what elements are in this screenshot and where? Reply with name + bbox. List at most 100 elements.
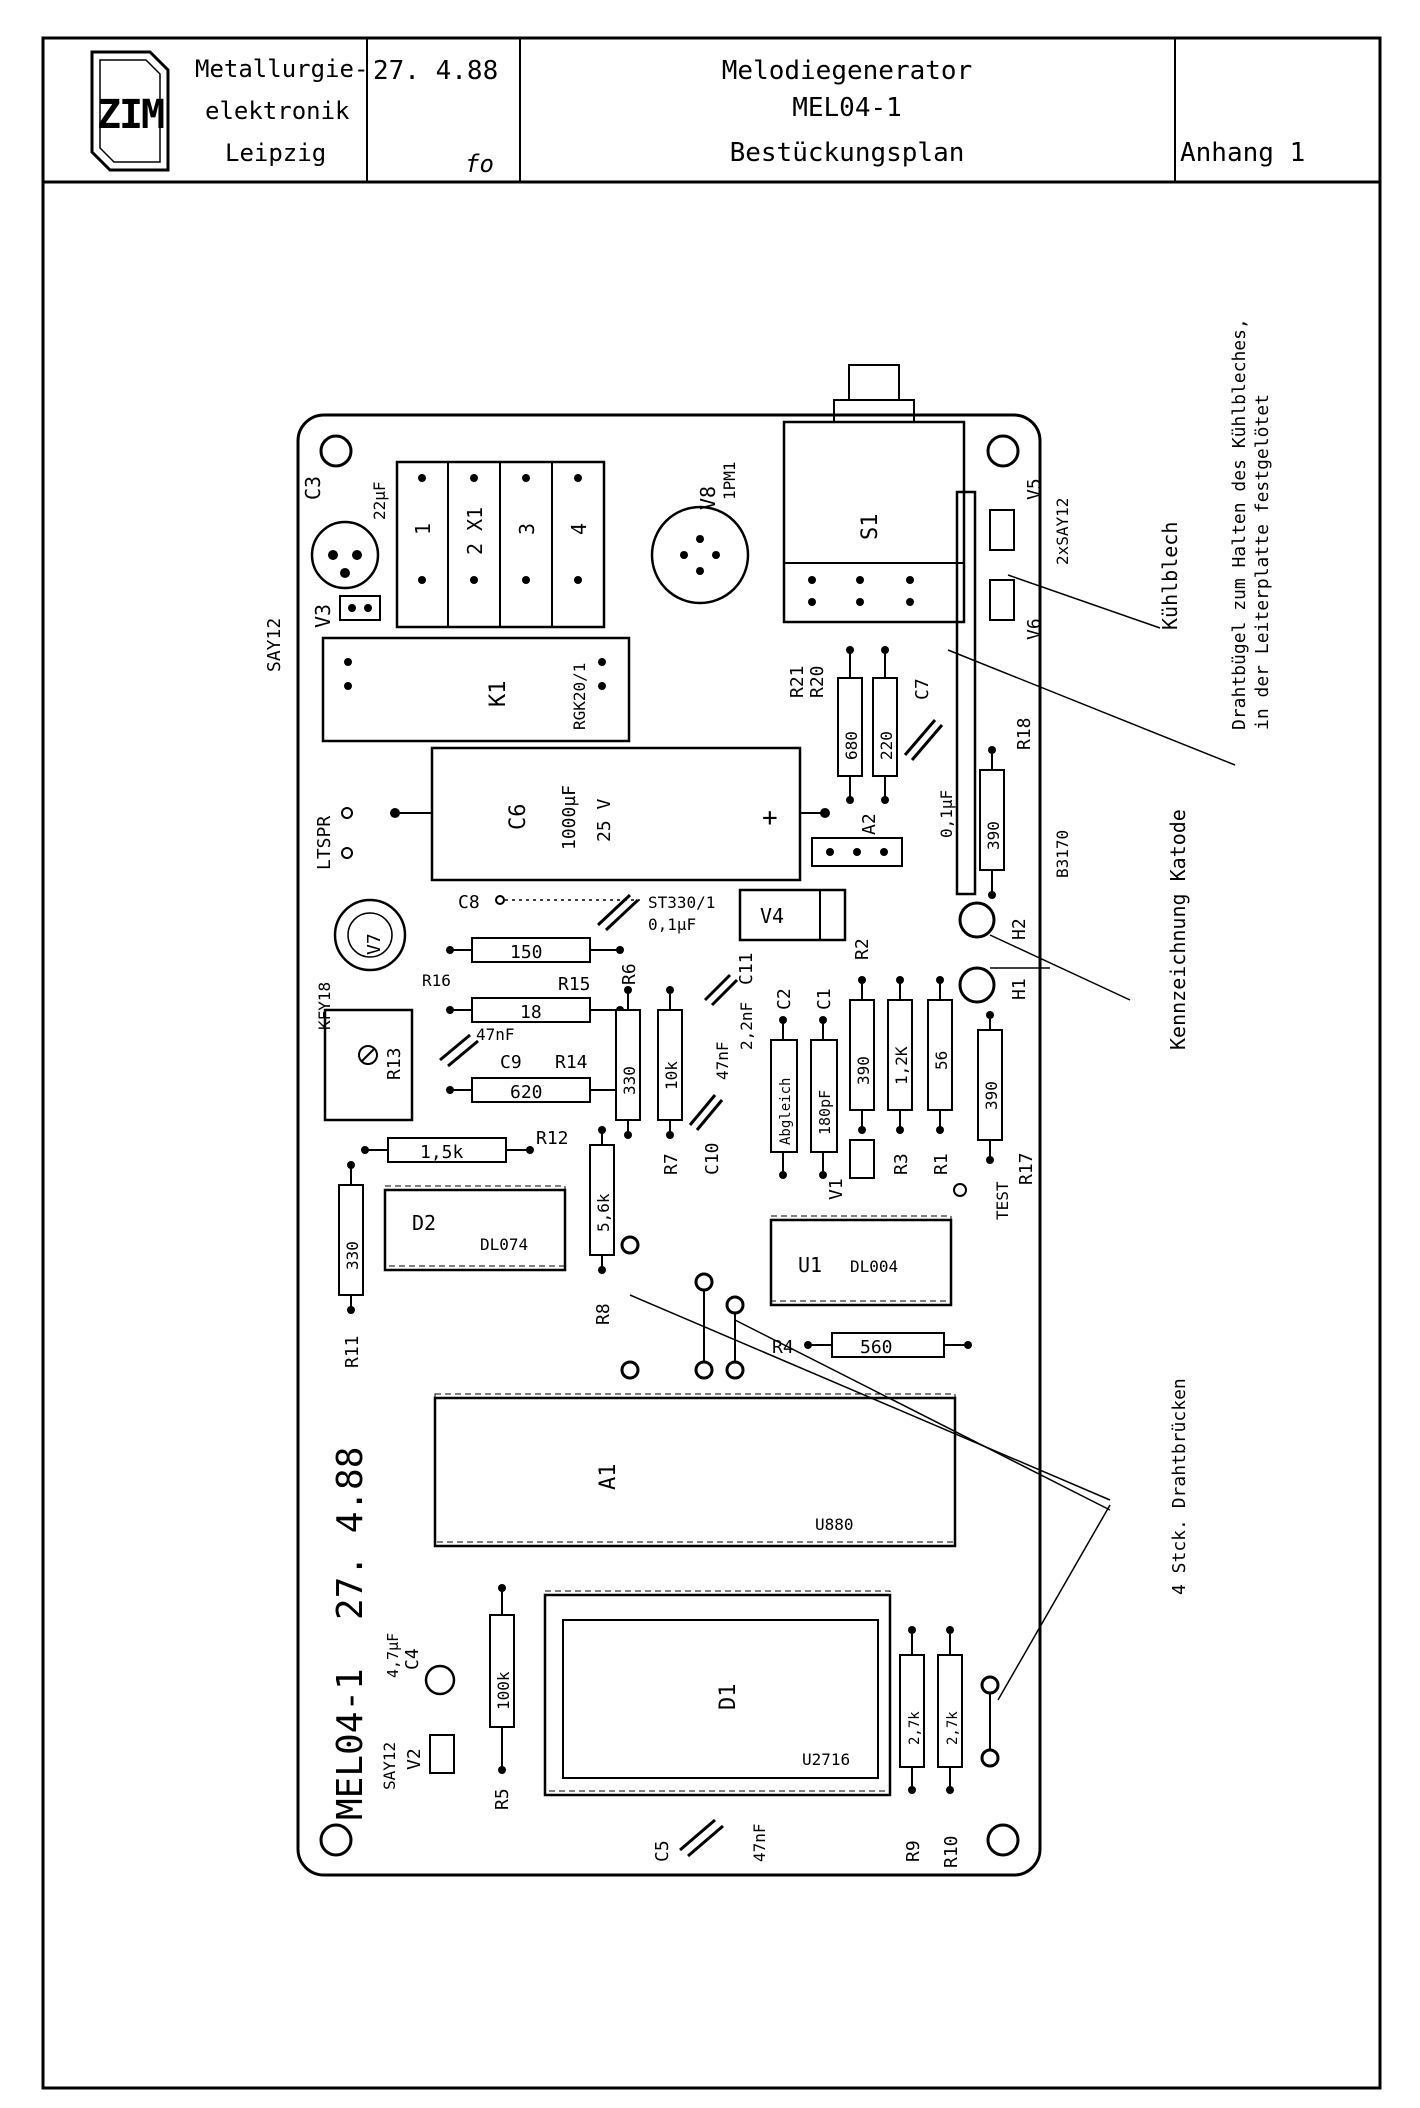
c3-capacitor: C3 22µF	[301, 476, 389, 590]
ltspr-terminal: LTSPR	[314, 807, 353, 870]
r7-label: R7	[661, 1153, 682, 1175]
title-line-3: Bestückungsplan	[730, 138, 965, 168]
r18-resistor: 390 R18	[979, 717, 1035, 899]
r9-label: R9	[903, 1840, 924, 1862]
c7-capacitor: C7 0,1µF	[903, 678, 956, 838]
r1-value: 56	[932, 1051, 951, 1070]
r14-label: R14	[555, 1052, 588, 1073]
v5-label: V5	[1024, 478, 1045, 500]
b3170-label: B3170	[1053, 830, 1072, 878]
c5-label: C5	[652, 1840, 673, 1862]
kfy18-label: KFY18	[315, 982, 334, 1030]
signature-mark: fo	[465, 150, 494, 178]
r12-label: R12	[536, 1128, 569, 1149]
r3-label: R3	[891, 1153, 912, 1175]
r15-label: R15	[558, 974, 591, 995]
c1-label: C1	[814, 988, 835, 1010]
c1-capacitor: 180pF C1	[810, 988, 838, 1179]
r20-resistor: 220 R20	[807, 646, 898, 804]
ltspr-label: LTSPR	[314, 816, 335, 870]
r6-resistor: 330 R6	[615, 963, 641, 1139]
h2-label: H2	[1009, 918, 1030, 940]
v3-label: V3	[311, 604, 335, 628]
r10-value: 2,7k	[945, 1711, 961, 1745]
d1-type: U2716	[802, 1750, 850, 1769]
r8-value: 5,6k	[594, 1193, 613, 1232]
c6-plus-sign: +	[762, 803, 778, 833]
v7-label: V7	[364, 933, 385, 955]
test-point: TEST	[953, 1181, 1012, 1220]
a1-label: A1	[596, 1464, 621, 1491]
r16-label: R16	[422, 971, 451, 990]
title-block: ZIM Metallurgie- elektronik Leipzig 27. …	[43, 38, 1380, 184]
zim-logo: ZIM	[90, 50, 170, 172]
c4-capacitor: C4 4,7µF	[384, 1633, 456, 1696]
c10-capacitor: 47nF C10	[688, 1041, 732, 1175]
r13-label: R13	[384, 1047, 405, 1080]
r9-resistor: 2,7k R9	[899, 1626, 925, 1862]
r10-resistor: 2,7k R10	[937, 1626, 963, 1868]
s1-label: S1	[858, 514, 883, 541]
a1-type: U880	[815, 1515, 854, 1534]
r-390-value: 390	[854, 1056, 873, 1085]
r8-resistor: 5,6k R8	[589, 1126, 615, 1325]
c6-voltage: 25 V	[594, 798, 615, 842]
r7-value: 10k	[662, 1061, 681, 1090]
r15-resistor: 18 R15	[446, 974, 624, 1023]
mounting-hole	[319, 434, 353, 468]
a2-regulator: A2	[811, 813, 903, 867]
test-label: TEST	[993, 1181, 1012, 1220]
r17-label: R17	[1016, 1152, 1037, 1185]
c2-label: C2	[774, 988, 795, 1010]
mounting-hole	[986, 1823, 1020, 1857]
c4-value: 4,7µF	[384, 1633, 402, 1678]
kuehlblech-annotation: Kühlblech	[1158, 522, 1182, 630]
company-line-3: Leipzig	[225, 139, 326, 167]
d1-label: D1	[716, 1684, 741, 1711]
mounting-hole	[319, 1823, 353, 1857]
c2-trimmer: Abgleich C2	[770, 988, 798, 1179]
r13-trimmer: R13	[323, 1008, 414, 1122]
heatsink-strip	[955, 490, 977, 896]
x1-pin-2: 2 X1	[463, 507, 487, 555]
sheet-frame	[41, 36, 1382, 2090]
c5-value: 47nF	[750, 1823, 769, 1862]
title-line-2: MEL04-1	[792, 93, 902, 123]
mounting-hole	[986, 434, 1020, 468]
r21-resistor: 680 R21	[787, 646, 863, 804]
d2-label: D2	[412, 1211, 436, 1235]
u1-type: DL004	[850, 1257, 898, 1276]
r3-value: 1,2K	[892, 1046, 911, 1085]
v8-type: 1PM1	[720, 461, 739, 500]
r1-resistor: 56 R1	[927, 976, 953, 1175]
k1-type: RGK20/1	[570, 663, 589, 730]
h2-led: H2	[958, 901, 1030, 940]
r17-resistor: 390 R17	[977, 1011, 1037, 1185]
r12-resistor: 1,5k R12	[361, 1128, 569, 1163]
r21-value: 680	[842, 731, 861, 760]
c2-value: Abgleich	[778, 1078, 794, 1145]
title-line-1: Melodiegenerator	[722, 56, 972, 86]
c9-label: C9	[500, 1052, 522, 1073]
a2-label: A2	[859, 813, 880, 835]
c7-value: 0,1µF	[937, 790, 956, 838]
c11-value: 2,2nF	[737, 1002, 756, 1050]
r-390-resistor: 390	[849, 976, 875, 1134]
drahtbruecken-annotation: 4 Stck. Drahtbrücken	[1169, 1378, 1190, 1595]
x1-pin-1: 1	[411, 523, 435, 535]
x1-terminal-block: 1 2 X1 3 4	[395, 460, 606, 629]
drawing-date: 27. 4.88	[373, 56, 498, 86]
c6-capacitor: C6 1000µF 25 V +	[390, 746, 830, 882]
c3-label: C3	[301, 476, 325, 500]
say12-left-label: SAY12	[264, 618, 285, 672]
c9-capacitor: 47nF C9	[439, 1025, 522, 1073]
board-marking-id: MEL04-1	[330, 1668, 371, 1820]
r4-resistor: 560 R4	[772, 1332, 972, 1358]
r16-value: 150	[510, 942, 543, 963]
r16-resistor: 150 R16	[422, 937, 624, 990]
c9-value: 47nF	[476, 1025, 515, 1044]
company-line-2: elektronik	[205, 97, 350, 125]
v1-label: V1	[826, 1178, 847, 1200]
h1-led: H1	[958, 966, 1030, 1004]
v1-diode: V1	[826, 1139, 875, 1200]
